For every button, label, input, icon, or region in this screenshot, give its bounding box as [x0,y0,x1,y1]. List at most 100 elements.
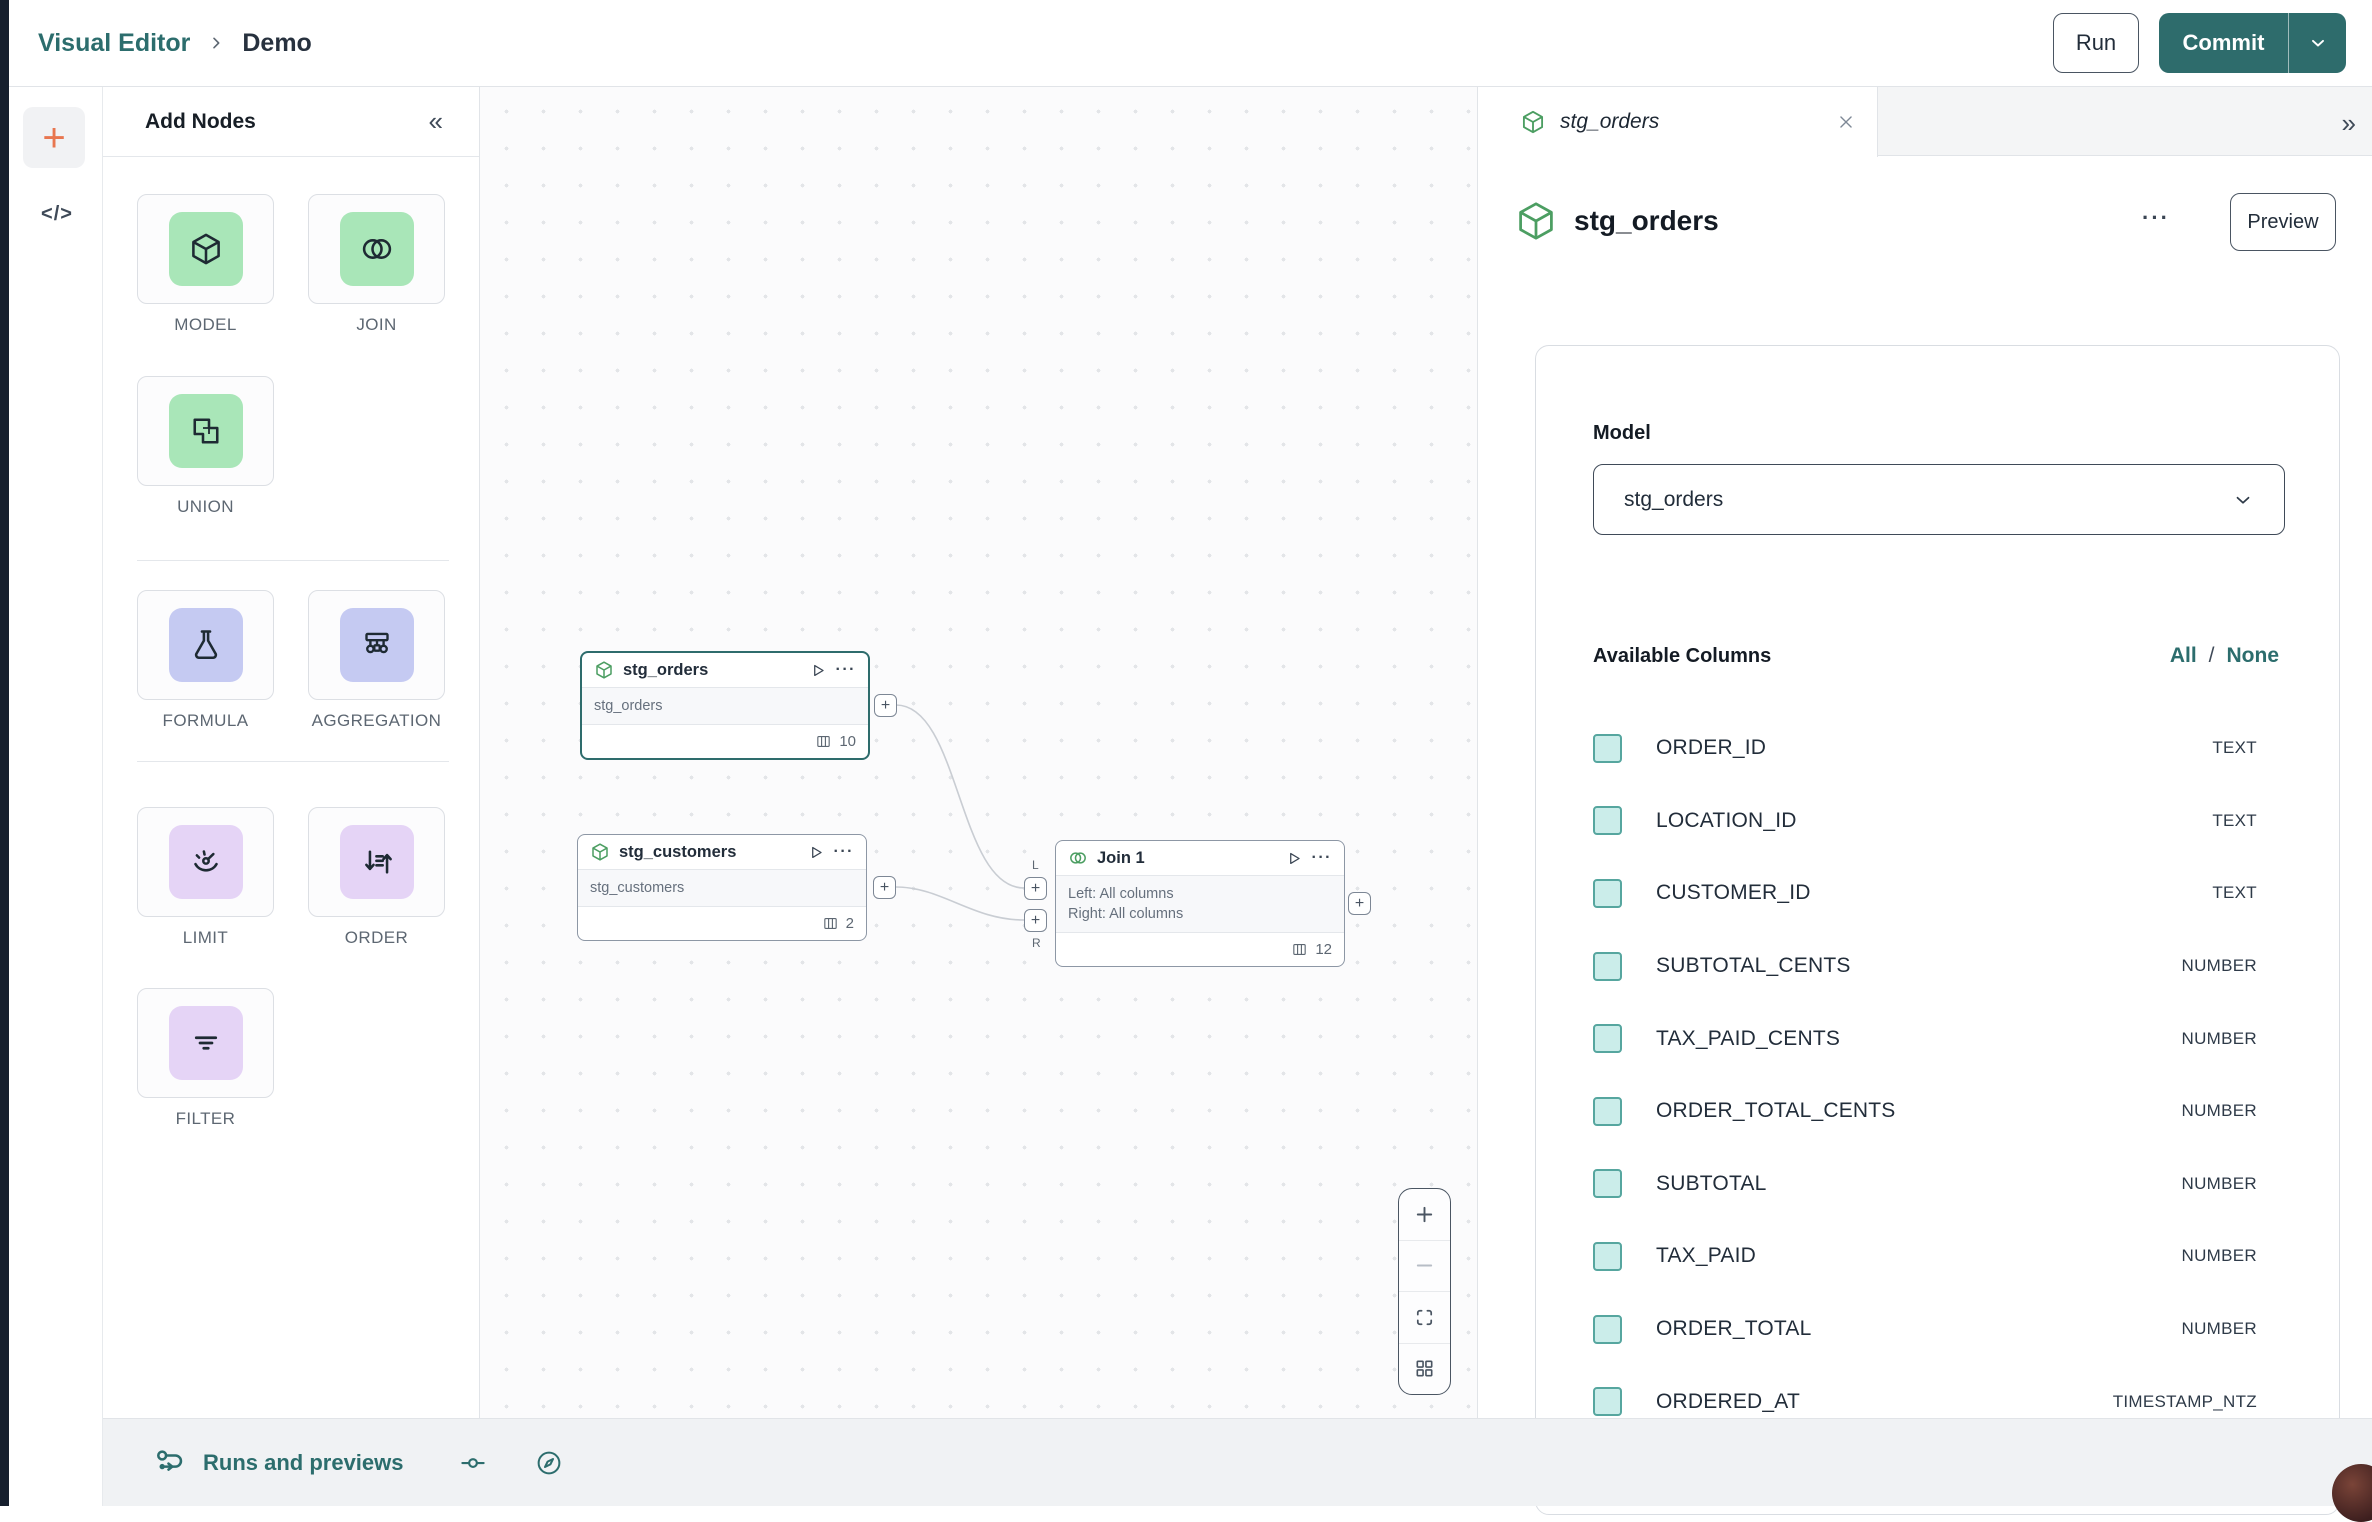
column-type: NUMBER [2181,956,2257,976]
palette-card-order[interactable] [308,807,445,917]
column-checkbox[interactable] [1593,733,1622,763]
node-title: stg_customers [619,842,737,861]
zoom-in-button[interactable] [1399,1189,1450,1240]
node-stg-orders[interactable]: stg_orders ··· stg_orders 10 [580,651,870,760]
commit-dropdown-button[interactable] [2288,13,2346,73]
column-type: NUMBER [2181,1101,2257,1121]
palette-card-filter[interactable] [137,988,274,1098]
node-header: stg_orders ··· [582,653,868,687]
palette-label-union: UNION [177,497,234,516]
add-node-button[interactable]: + [23,107,85,168]
node-menu-icon[interactable]: ··· [833,843,854,860]
canvas[interactable]: stg_orders ··· stg_orders 10 + stg_custo… [480,87,1478,1418]
collapse-panel-icon[interactable]: « [428,106,443,136]
chevron-down-icon [2232,489,2254,511]
join-left-port-label: L [1032,858,1039,872]
node-menu-icon[interactable]: ··· [835,661,856,678]
inspector-panel: stg_orders » stg_orders ··· Preview Mode… [1478,87,2372,1515]
tab-stg-orders[interactable]: stg_orders [1478,87,1878,157]
cube-icon [168,212,243,286]
layout-grid-button[interactable] [1399,1342,1450,1395]
column-row: ORDER_TOTAL_CENTS NUMBER [1536,1075,2339,1148]
cube-icon [1514,199,1558,243]
column-checkbox[interactable] [1593,806,1622,836]
palette-card-limit[interactable] [137,807,274,917]
column-count: 12 [1315,941,1332,958]
play-icon[interactable] [808,661,827,680]
column-name: ORDER_TOTAL_CENTS [1656,1099,1896,1123]
icon-sidebar: + </> [9,87,103,1506]
column-checkbox[interactable] [1593,1096,1622,1126]
palette-card-union[interactable] [137,376,274,486]
column-count: 10 [839,733,856,750]
compass-icon[interactable] [534,1448,564,1478]
select-all-link[interactable]: All [2169,644,2197,667]
node-subtitle: stg_orders [582,687,868,725]
column-checkbox[interactable] [1593,1387,1622,1417]
palette-card-aggregation[interactable] [308,590,445,700]
fit-view-button[interactable] [1399,1291,1450,1343]
column-checkbox[interactable] [1593,951,1622,981]
select-none-link[interactable]: None [2226,644,2280,667]
node-menu-icon[interactable]: ··· [1311,849,1332,866]
palette-divider [137,560,449,561]
column-row: SUBTOTAL NUMBER [1536,1148,2339,1221]
column-checkbox[interactable] [1593,1024,1622,1054]
selector-separator: / [2208,644,2215,667]
node-join-1[interactable]: Join 1 ··· Left: All columns Right: All … [1055,840,1345,967]
model-field-label: Model [1593,422,1651,444]
columns-icon [822,915,839,932]
node-footer: 2 [578,907,866,940]
palette-card-join[interactable] [308,194,445,304]
input-handle-join-left[interactable]: + [1024,877,1047,900]
columns-list: ORDER_ID TEXT LOCATION_ID TEXT CUSTOMER_… [1536,712,2339,1438]
column-name: TAX_PAID_CENTS [1656,1026,1841,1050]
play-icon[interactable] [1284,849,1303,868]
palette-card-model[interactable] [137,194,274,304]
column-name: ORDERED_AT [1656,1389,1800,1413]
expand-panel-icon[interactable]: » [2341,108,2356,138]
column-checkbox[interactable] [1593,1314,1622,1344]
output-handle-stg-customers[interactable]: + [873,876,896,899]
cube-icon [590,842,610,862]
run-button[interactable]: Run [2053,13,2139,73]
column-name: ORDER_ID [1656,736,1767,760]
model-select[interactable]: stg_orders [1593,464,2285,535]
columns-icon [1291,941,1308,958]
column-row: ORDER_ID TEXT [1536,712,2339,785]
play-icon[interactable] [806,843,825,862]
palette-card-formula[interactable] [137,590,274,700]
panel-menu-icon[interactable]: ··· [2142,205,2170,230]
minus-icon [1416,1264,1433,1267]
column-row: ORDER_TOTAL NUMBER [1536,1293,2339,1366]
column-name: TAX_PAID [1656,1244,1757,1268]
palette-label-aggregation: AGGREGATION [311,711,442,730]
union-shapes-icon [168,394,243,468]
column-checkbox[interactable] [1593,1241,1622,1271]
zoom-out-button[interactable] [1399,1239,1450,1292]
node-stg-customers[interactable]: stg_customers ··· stg_customers 2 [577,834,867,941]
breadcrumb-visual-editor[interactable]: Visual Editor [38,28,191,57]
column-row: ORDERED_AT TIMESTAMP_NTZ [1536,1365,2339,1438]
palette-label-join: JOIN [356,315,397,334]
column-type: TEXT [2212,883,2257,903]
output-handle-join[interactable]: + [1348,892,1371,915]
column-checkbox[interactable] [1593,1169,1622,1199]
runs-and-previews-button[interactable]: Runs and previews [203,1449,404,1475]
code-view-button[interactable]: </> [41,203,73,225]
column-name: SUBTOTAL [1656,1171,1767,1195]
commit-button[interactable]: Commit [2159,13,2288,73]
palette-label-model: MODEL [174,315,237,334]
column-checkbox[interactable] [1593,878,1622,908]
column-type: NUMBER [2181,1246,2257,1266]
add-nodes-header: Add Nodes « [103,87,479,157]
column-row: TAX_PAID_CENTS NUMBER [1536,1002,2339,1075]
git-commit-icon[interactable] [458,1448,488,1478]
preview-button[interactable]: Preview [2230,193,2336,251]
close-icon[interactable] [1835,111,1857,133]
breadcrumb-demo: Demo [242,28,312,57]
output-handle-stg-orders[interactable]: + [874,694,897,717]
node-header: stg_customers ··· [578,835,866,869]
input-handle-join-right[interactable]: + [1024,909,1047,932]
column-row: CUSTOMER_ID TEXT [1536,857,2339,930]
